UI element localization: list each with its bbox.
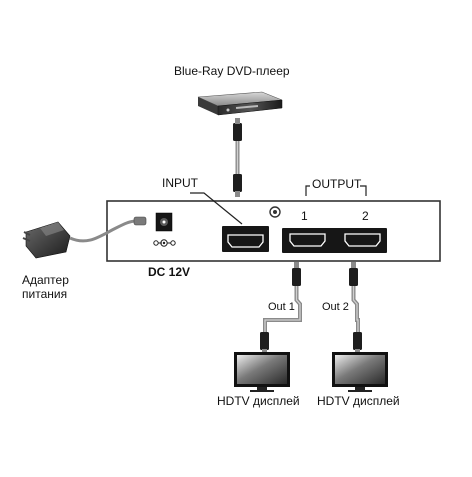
power-cable [69, 219, 137, 243]
output-label: OUTPUT [312, 177, 362, 191]
hdmi-output-port-2 [344, 233, 381, 247]
output-port-1-label: 1 [301, 209, 308, 223]
output-port-2-label: 2 [362, 209, 369, 223]
dc-polarity-symbol [153, 239, 176, 247]
bluray-player-icon [197, 91, 283, 116]
bluray-player-label: Blue-Ray DVD-плеер [174, 64, 290, 78]
input-leader-line [190, 192, 243, 225]
hdmi-input-port [222, 226, 269, 252]
output-hdmi-cable-2 [349, 262, 362, 355]
hdtv-display-1-icon [234, 352, 290, 392]
hdtv-display-2-icon [332, 352, 388, 392]
hdtv-display-1-label: HDTV дисплей [217, 394, 300, 408]
power-plug [133, 216, 147, 226]
power-adapter-icon [22, 221, 71, 259]
adapter-label-line1: Адаптер [22, 273, 69, 287]
power-spec-label: DC 12V [148, 265, 191, 279]
out1-label: Out 1 [268, 301, 295, 313]
output-hdmi-cable-1 [260, 262, 302, 355]
led-indicator-icon [269, 206, 281, 218]
input-hdmi-cable [233, 118, 242, 197]
output-bracket-left [305, 185, 310, 196]
input-label: INPUT [162, 176, 198, 190]
output-bracket-right [360, 185, 367, 196]
hdtv-display-2-label: HDTV дисплей [317, 394, 400, 408]
dc-power-jack [155, 212, 173, 232]
out2-label: Out 2 [322, 301, 349, 313]
adapter-label-line2: питания [22, 287, 68, 301]
hdmi-output-port-1 [289, 233, 326, 247]
